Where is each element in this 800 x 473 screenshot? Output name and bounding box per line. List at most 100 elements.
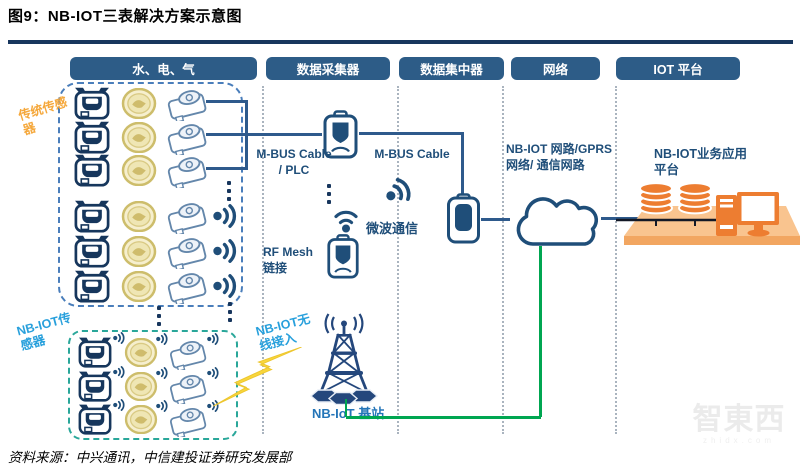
gas-meter-icon [74,403,116,435]
rf-signal-icon [212,204,238,228]
base-station-icon [303,313,385,405]
rf-collector-icon [326,234,360,279]
figure-title: 图9：NB-IOT三表解决方案示意图 [8,8,243,25]
cloud-icon [509,185,602,254]
lane-divider [615,86,617,434]
platform-graphic [616,182,800,245]
rf-mesh-line2: 链接 [263,261,288,275]
rf-signal-icon [206,333,220,345]
nbiot-gas-meter [74,334,118,368]
collector-concentrator-wire [359,132,463,135]
watermark-url: zhidx.com [702,436,775,445]
water-meter-icon [124,372,158,401]
title-divider [8,40,793,44]
meter-row [68,368,234,402]
lane-header-label: 数据集中器 [420,63,483,77]
microwave-signal-icon [380,174,417,210]
rf-signal-icon [212,274,238,298]
gas-meter-icon [70,234,114,268]
concentrator-cloud-wire [481,218,510,221]
database-icon [639,182,673,215]
cloud-platform-wire [601,217,641,220]
ellipsis-dots [157,306,161,326]
rf-mesh-line1: RF Mesh [263,245,314,259]
nbiot-electric-meter [166,335,212,369]
lane-header-iot-platform: IOT 平台 [616,57,740,80]
meter-row [68,401,234,435]
source-note: 资料来源：中兴通讯，中信建投证券研究发展部 [8,450,292,465]
rf-signal-icon [212,239,238,263]
electric-meter-icon [164,121,210,155]
electric-meter-icon [166,338,210,370]
mbus-wire [206,133,247,136]
base-station-link [346,416,541,419]
gas-meter-icon [74,336,116,368]
mbus-plc-line2: / PLC [278,163,310,177]
platform-label: NB-IOT业务应用 平台 [654,146,758,178]
watermark-logo: 智東西 [692,403,786,436]
gas-meter-icon [74,370,116,402]
gas-meter-icon [70,120,114,154]
water-meter-icon [121,271,157,302]
mbus-bus-wire [245,100,248,170]
lane-header-label: 数据采集器 [296,63,360,77]
gas-meter-icon [70,269,114,303]
ellipsis-dots [327,184,331,204]
data-concentrator-icon [446,193,481,244]
nbiot-gas-meter [74,368,118,402]
collector-concentrator-wire [461,132,464,195]
nbiot-water-meter [124,403,160,434]
mbus-cable-label: M-BUS Cable [374,147,450,161]
lane-header-network: 网络 [511,57,600,80]
watermark: 智東西 zhidx.com [680,403,798,446]
electric-meter-icon [164,154,210,188]
electric-meter-icon [164,235,210,269]
lane-header-collector: 数据采集器 [266,57,390,80]
meter-row [62,120,240,154]
lane-header-label: 网络 [542,63,568,77]
base-station-label: NB-IoT 基站 [312,406,385,421]
platform-line1: NB-IOT业务应用 [654,147,748,161]
water-meter-icon [124,338,158,367]
wifi-icon [331,206,361,233]
nbiot-water-meter [124,370,160,401]
traditional-sensors-box [58,82,243,307]
gas-meter-icon [70,153,114,187]
base-station-link [344,399,347,417]
lane-divider [502,86,504,434]
database-icon [678,182,712,215]
platform-line2: 平台 [654,163,680,177]
water-meter-icon [124,405,158,434]
microwave-label: 微波通信 [366,221,419,236]
ellipsis-dots [228,302,232,322]
electric-meter-icon [164,200,210,234]
water-meter-icon [121,201,157,232]
nbiot-water-meter [124,336,160,367]
meter-row [62,86,240,120]
electric-meter-icon [164,270,210,304]
water-meter-icon [121,155,157,186]
base-station-link [539,246,542,417]
lane-divider [262,86,264,434]
meter-row [62,269,240,303]
nbiot-gas-meter [74,401,118,435]
nbiot-electric-meter [166,402,212,436]
network-line2: 网络/ 通信网路 [506,158,585,172]
meter-row [62,153,240,187]
lane-header-label: IOT 平台 [653,63,703,77]
nbiot-electric-meter [166,369,212,403]
meter-row [62,234,240,268]
electric-meter-icon [164,87,210,121]
mbus-plc-label: M-BUS Cable / PLC [252,146,336,178]
lane-header-meters: 水、电、气 [70,57,257,80]
mbus-wire [206,167,247,170]
water-meter-icon [121,122,157,153]
lane-header-label: 水、电、气 [132,63,195,77]
meter-row [68,334,234,368]
electric-meter-icon [166,372,210,404]
lane-header-concentrator: 数据集中器 [399,57,504,80]
mbus-wire [247,133,322,136]
mbus-plc-line1: M-BUS Cable [256,147,332,161]
lane-divider [397,86,399,434]
